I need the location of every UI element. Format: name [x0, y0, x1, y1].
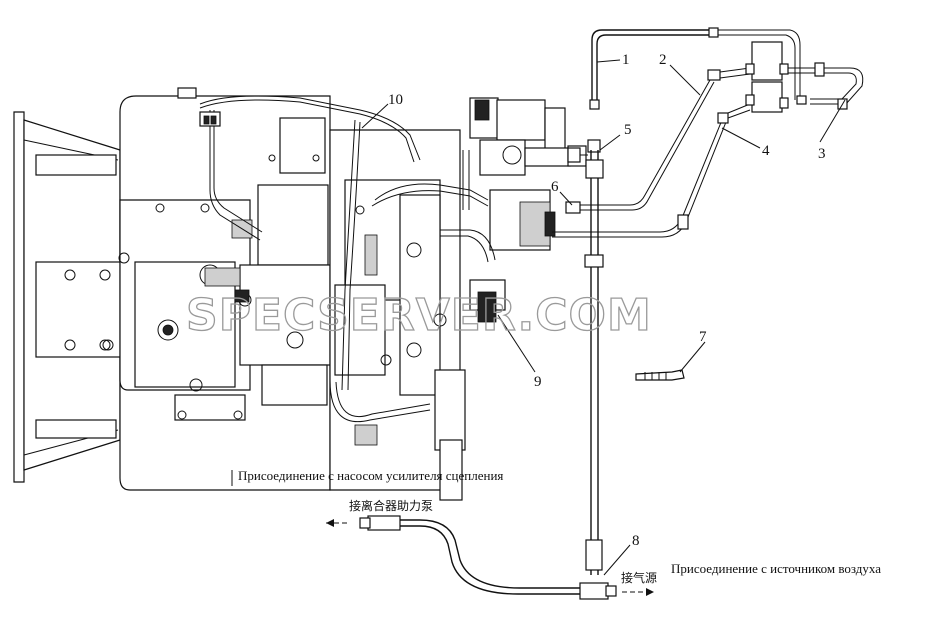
shift-housing — [204, 117, 331, 406]
engine-block — [329, 129, 466, 491]
callout-9: 9 — [534, 374, 542, 390]
callout-3: 3 — [818, 146, 826, 162]
callout-10: 10 — [388, 92, 403, 108]
callout-4: 4 — [762, 143, 770, 159]
tail-housing — [439, 439, 463, 501]
clutch-housing — [13, 111, 127, 483]
internal-tubing — [199, 95, 496, 422]
watermark: SPECSERVER.COM — [186, 290, 652, 341]
caption-clutch-pump-ru: Присоединение с насосом усилителя сцепле… — [238, 468, 503, 483]
callout-7: 7 — [699, 329, 707, 345]
caption-air-source-ru: Присоединение с источником воздуха — [671, 561, 881, 576]
callout-2: 2 — [659, 52, 667, 68]
air-valve-assembly — [469, 97, 587, 323]
arrow-left-icon — [326, 519, 348, 527]
external-air-lines — [359, 27, 864, 600]
callout-1: 1 — [622, 52, 630, 68]
leader-lines — [361, 59, 846, 576]
callout-6: 6 — [551, 179, 559, 195]
callout-5: 5 — [624, 122, 632, 138]
callout-8: 8 — [632, 533, 640, 549]
caption-air-source-cn: 接气源 — [621, 570, 657, 585]
caption-clutch-pump-cn: 接离合器助力泵 — [349, 498, 433, 513]
arrow-right-icon — [622, 588, 654, 596]
